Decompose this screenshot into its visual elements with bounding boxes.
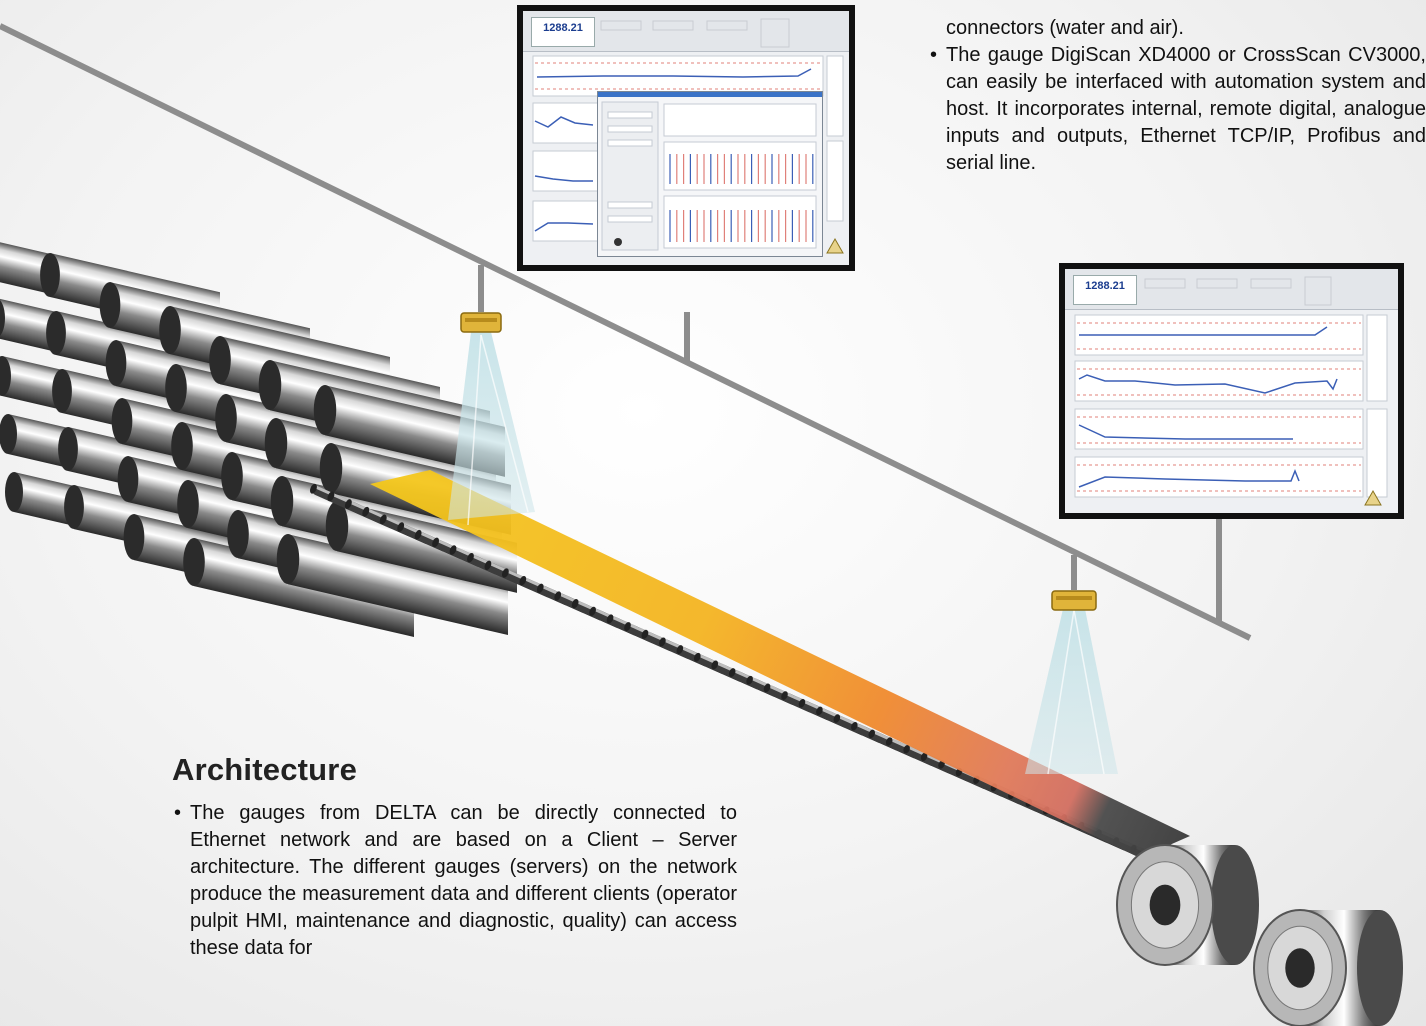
hmi-monitor-2: 1288.21: [1059, 263, 1404, 519]
coils: [1116, 844, 1403, 1026]
gauge-head-2: [1025, 590, 1118, 775]
hmi-value-display: 1288.21: [1073, 275, 1137, 305]
hmi-dialog: [597, 91, 823, 257]
rolled-bars-bundle: [0, 239, 517, 637]
steel-bar: [276, 534, 508, 636]
intro-continuation: connectors (water and air).: [928, 15, 1398, 42]
steel-coil: [1116, 844, 1259, 966]
hmi-screen-2: 1288.21: [1065, 269, 1398, 513]
intro-bullet-text: The gauge DigiScan XD4000 or CrossScan C…: [946, 44, 1426, 174]
hot-strip: [370, 470, 1190, 858]
overhead-rail: [0, 23, 1252, 641]
hmi-screen-1: 1288.21: [523, 11, 849, 265]
mill-line-illustration: [0, 23, 1403, 1026]
steel-coil: [1253, 909, 1403, 1026]
hmi-plots: [532, 18, 844, 254]
bullet-dot: •: [174, 802, 182, 824]
hmi-spike-series: [669, 154, 814, 242]
intro-text-block: connectors (water and air). • The gauge …: [928, 0, 1426, 177]
bullet-dot: •: [930, 44, 938, 66]
hmi-dialog-titlebar: [598, 92, 822, 97]
architecture-bullet: • The gauges from DELTA can be directly …: [172, 800, 737, 962]
architecture-section: Architecture • The gauges from DELTA can…: [172, 752, 737, 962]
intro-partial-line: connectors (water and air).: [946, 17, 1184, 39]
hmi-plots: [1074, 276, 1388, 506]
gauge-head-1: [448, 312, 535, 526]
intro-bullet: • The gauge DigiScan XD4000 or CrossScan…: [928, 42, 1426, 177]
hmi-value-display: 1288.21: [531, 17, 595, 47]
hmi-dialog-charts: [601, 101, 817, 251]
architecture-bullet-text: The gauges from DELTA can be directly co…: [190, 802, 737, 959]
hmi-monitor-1: 1288.21: [517, 5, 855, 271]
section-heading: Architecture: [172, 752, 358, 787]
